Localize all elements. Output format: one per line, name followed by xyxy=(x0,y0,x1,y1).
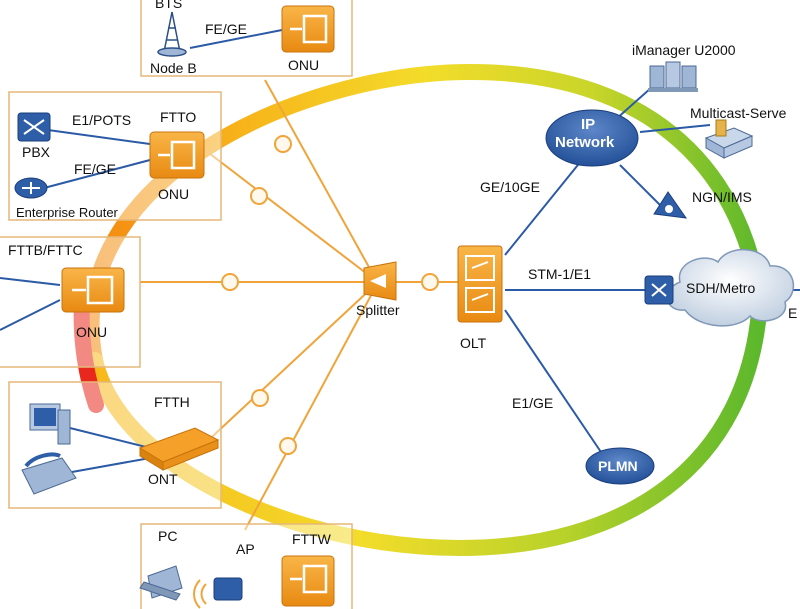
ftth-title: FTTH xyxy=(154,394,190,410)
ftto-onu-label: ONU xyxy=(158,186,190,202)
laptop-icon xyxy=(139,565,183,601)
splitter-icon xyxy=(363,261,397,301)
router-label: Enterprise Router xyxy=(16,205,118,220)
bts-title: BTS xyxy=(155,0,183,11)
fttw-pc-label: PC xyxy=(158,528,178,544)
ngn-label: NGN/IMS xyxy=(692,189,752,205)
ont-device xyxy=(138,427,220,471)
olt-device xyxy=(457,245,503,323)
plmn-node xyxy=(585,447,655,485)
sdh-cloud xyxy=(666,248,795,327)
ip-network-label-line2: Network xyxy=(555,134,615,151)
multicast-label: Multicast-Serve xyxy=(690,105,787,121)
ip-network-label-line1: IP xyxy=(581,116,596,133)
multicast-server-icon xyxy=(704,119,754,159)
onu-bts xyxy=(281,5,335,53)
ip-network-node xyxy=(545,109,639,167)
ge10-link-label: GE/10GE xyxy=(480,179,540,195)
fttb-title: FTTB/FTTC xyxy=(8,242,83,258)
onu-fttw xyxy=(281,555,335,607)
edge-letter: E xyxy=(788,305,798,321)
onu-fttb xyxy=(61,267,125,313)
blue-links xyxy=(0,29,800,473)
ap-icon xyxy=(193,577,243,609)
sdh-label: SDH/Metro xyxy=(686,280,756,296)
telephone-icon xyxy=(21,452,77,495)
plmn-label: PLMN xyxy=(598,458,638,474)
ont-label: ONT xyxy=(148,471,178,487)
onu-ftto xyxy=(149,131,205,179)
sdh-switch-icon xyxy=(644,275,674,305)
splitter-label: Splitter xyxy=(356,302,400,318)
fiber-connectors xyxy=(221,135,439,455)
node-b-label: Node B xyxy=(150,60,197,76)
e1ge-link-label: E1/GE xyxy=(512,395,554,411)
bts-link-label: FE/GE xyxy=(205,21,248,37)
ftto-link2-label: FE/GE xyxy=(74,161,117,177)
imanager-label: iManager U2000 xyxy=(632,42,736,58)
olt-label: OLT xyxy=(460,335,487,351)
ftto-link1-label: E1/POTS xyxy=(72,112,132,128)
router-icon xyxy=(14,177,48,199)
pbx-label: PBX xyxy=(22,144,51,160)
fttb-onu-label: ONU xyxy=(76,324,108,340)
ftto-title: FTTO xyxy=(160,109,197,125)
bts-onu-label: ONU xyxy=(288,57,320,73)
pbx-icon xyxy=(17,112,51,142)
ngn-icon xyxy=(653,191,688,219)
fttw-title: FTTW xyxy=(292,531,331,547)
fiber-lines xyxy=(140,79,460,531)
fttw-ap-label: AP xyxy=(236,541,255,557)
imanager-server-icon xyxy=(648,61,698,92)
bts-tower-icon xyxy=(157,11,187,57)
pc-icon xyxy=(29,403,71,445)
stm-link-label: STM-1/E1 xyxy=(528,266,592,282)
